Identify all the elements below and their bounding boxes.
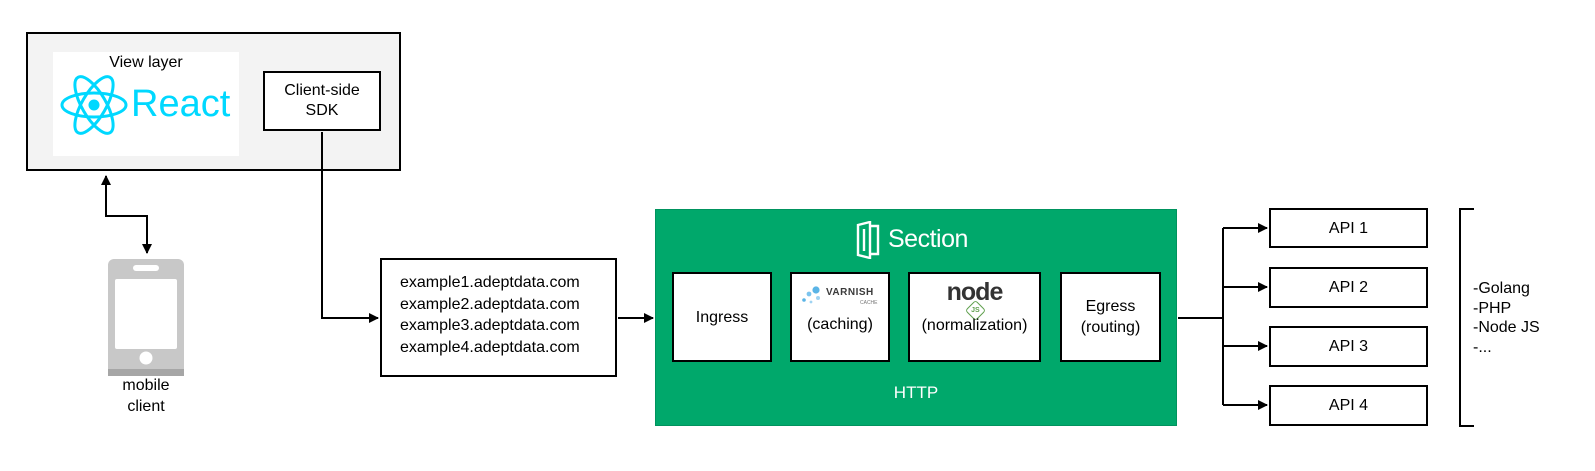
language-item-3: -Node JS <box>1473 319 1540 336</box>
node-caption: (normalization) <box>921 317 1028 334</box>
language-list: -Golang -PHP -Node JS -... <box>1473 279 1540 357</box>
http-label: HTTP <box>893 383 939 402</box>
react-wordmark: React <box>131 83 231 125</box>
sdk-label-line1: Client-side <box>284 82 360 99</box>
mobile-client-label: mobile client <box>96 375 196 417</box>
view-phone-arrow <box>101 175 152 254</box>
ingress-box: Ingress <box>672 272 772 362</box>
node-box: node JS (normalization) <box>908 272 1041 362</box>
sdk-label-line2: SDK <box>305 102 339 119</box>
api-box-4: API 4 <box>1269 385 1428 426</box>
api-box-3: API 3 <box>1269 326 1428 367</box>
language-item-4: -... <box>1473 338 1492 356</box>
client-side-sdk-box: Client-side SDK <box>263 71 381 131</box>
varnish-dots-icon <box>802 286 820 304</box>
varnish-box: VARNISH CACHE (caching) <box>790 272 890 362</box>
react-panel <box>53 52 239 156</box>
react-atom-icon <box>60 75 128 135</box>
domain-item-3: example3.adeptdata.com <box>400 317 580 334</box>
domains-box: example1.adeptdata.com example2.adeptdat… <box>380 258 617 377</box>
varnish-caption: (caching) <box>807 316 873 333</box>
egress-label-line1: Egress <box>1085 298 1136 315</box>
node-logo-text: node <box>946 278 1004 306</box>
varnish-logo-text: VARNISH <box>826 287 874 298</box>
language-item-1: -Golang <box>1473 280 1530 297</box>
varnish-cache-text: CACHE <box>860 300 878 306</box>
domain-item-4: example4.adeptdata.com <box>400 338 580 356</box>
api-box-1: API 1 <box>1269 208 1428 248</box>
api-box-2: API 2 <box>1269 267 1428 308</box>
mobile-label-line2: client <box>127 398 165 415</box>
domain-item-1: example1.adeptdata.com <box>400 274 580 291</box>
language-bracket <box>1459 208 1474 427</box>
view-layer-label: View layer <box>109 54 183 71</box>
section-logo-icon <box>856 221 880 259</box>
language-item-2: -PHP <box>1473 299 1512 317</box>
sdk-domains-arrow <box>321 132 379 323</box>
mobile-label-line1: mobile <box>122 377 170 394</box>
section-brand-text: Section <box>888 225 968 253</box>
domain-item-2: example2.adeptdata.com <box>400 295 580 313</box>
egress-label-line2: (routing) <box>1080 319 1141 336</box>
egress-box: Egress (routing) <box>1060 272 1161 362</box>
mobile-phone-icon <box>108 259 184 376</box>
